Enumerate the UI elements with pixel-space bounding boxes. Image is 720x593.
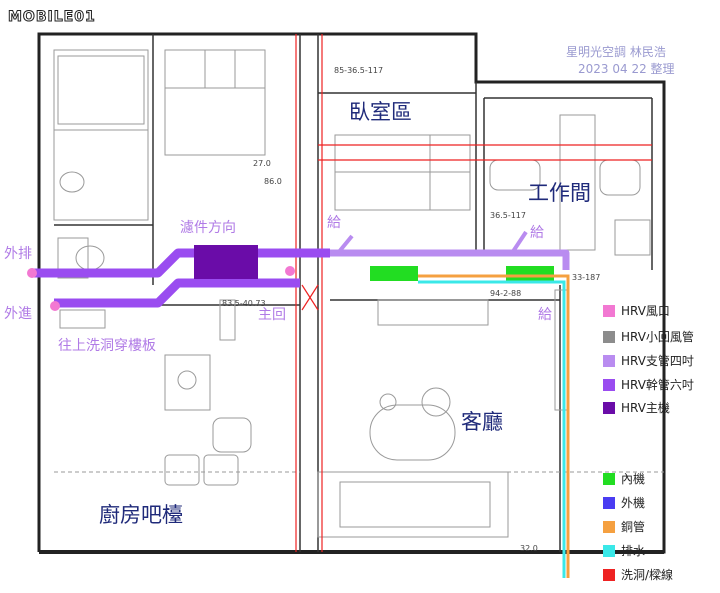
indoor-unit-2	[506, 266, 554, 281]
drain-pipe	[418, 280, 566, 578]
dimension-label: 86.0	[264, 177, 282, 186]
legend-item-indoor-unit: 內機	[603, 470, 645, 487]
room-bedroom: 臥室區	[349, 100, 412, 124]
dimension-label: 85-36.5-117	[334, 66, 384, 75]
dimension-label: 32.0	[520, 544, 538, 553]
legend-label: 洗洞/樑線	[621, 568, 674, 582]
legend-item-hrv-trunk: HRV幹管六吋	[603, 376, 694, 393]
credit-line-2: 2023 04 22 整理	[578, 62, 675, 76]
mobile01-logo: MOBILE01	[8, 9, 96, 25]
legend-label: 內機	[621, 472, 646, 486]
copper-pipe	[418, 274, 570, 578]
legend-swatch	[603, 544, 615, 557]
legend-label: HRV風口	[621, 304, 670, 318]
legend-item-drain: 排水	[603, 542, 645, 559]
credit-line-1: 星明光空調 林民浩	[566, 45, 666, 59]
supply-label-3: 給	[538, 307, 552, 323]
legend-swatch	[603, 330, 615, 343]
dimension-label: 33-187	[572, 273, 601, 282]
legend-item-hrv-small-return: HRV小回風管	[603, 328, 694, 345]
legend-swatch	[603, 472, 615, 485]
indoor-unit-1	[370, 266, 418, 281]
legend-swatch	[603, 304, 615, 317]
room-kitchen: 廚房吧檯	[99, 503, 183, 527]
legend-label: 排水	[621, 544, 646, 558]
dimension-label: 94-2-88	[490, 289, 522, 298]
legend-swatch	[603, 378, 615, 391]
through-floor-label: 往上洗洞穿樓板	[58, 338, 156, 354]
exhaust-out-label: 外排	[4, 246, 32, 262]
legend-item-copper: 銅管	[603, 518, 645, 535]
dimension-label: 36.5-117	[490, 211, 526, 220]
room-living: 客廳	[461, 410, 503, 434]
legend-item-outdoor-unit: 外機	[603, 494, 645, 511]
legend-label: 銅管	[621, 520, 646, 534]
furniture	[53, 49, 664, 538]
legend-swatch	[603, 354, 615, 367]
legend-label: HRV小回風管	[621, 330, 694, 344]
intake-in-label: 外進	[4, 306, 32, 322]
dimension-label: 83.5-40.73	[222, 299, 266, 308]
room-study: 工作間	[528, 181, 591, 205]
legend-label: HRV主機	[621, 401, 670, 415]
legend-swatch	[603, 496, 615, 509]
legend-item-hrv-branch: HRV支管四吋	[603, 352, 694, 369]
beam-lines	[295, 34, 652, 552]
legend-item-hrv-unit: HRV主機	[603, 399, 670, 416]
legend-label: HRV支管四吋	[621, 354, 694, 368]
hrv-vents	[27, 266, 295, 311]
legend-label: HRV幹管六吋	[621, 378, 694, 392]
hrv-trunk	[34, 248, 330, 308]
supply-label-1: 給	[327, 215, 341, 231]
legend-swatch	[603, 520, 615, 533]
dimension-label: 27.0	[253, 159, 271, 168]
legend-item-beam: 洗洞/樑線	[603, 566, 673, 583]
legend-swatch	[603, 568, 615, 581]
hrv-main-unit	[194, 245, 258, 279]
legend-item-hrv-vent: HRV風口	[603, 302, 670, 319]
legend-swatch	[603, 401, 615, 414]
hrv-branch	[330, 230, 570, 270]
legend-label: 外機	[621, 496, 646, 510]
filter-direction-label: 濾件方向	[180, 220, 236, 236]
supply-label-2: 給	[530, 225, 544, 241]
main-return-label: 主回	[258, 307, 286, 323]
